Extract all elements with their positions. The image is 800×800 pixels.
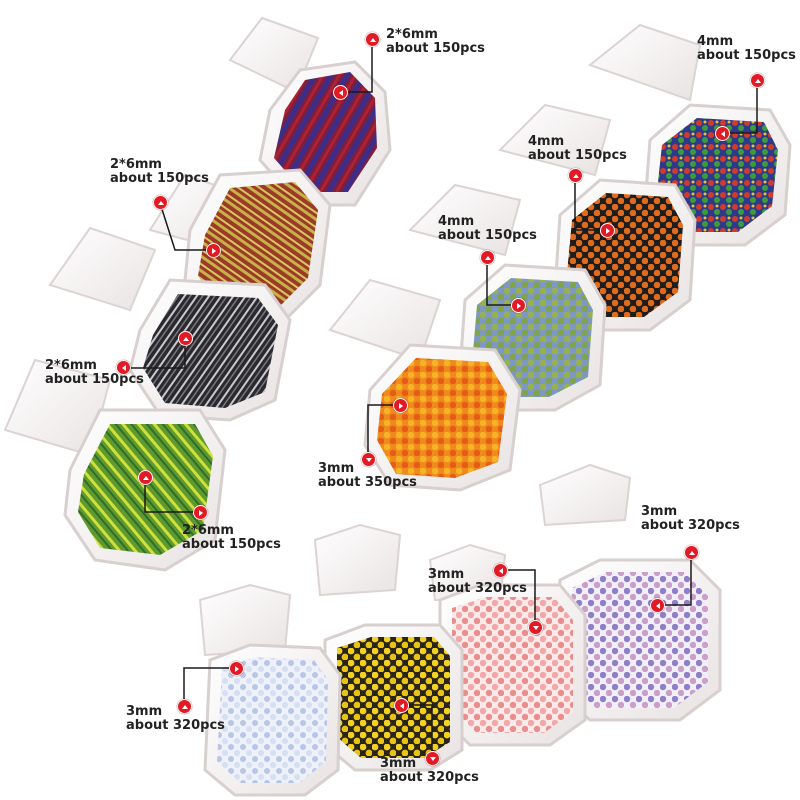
- connector-line: [401, 704, 433, 758]
- marker-left-icon: [116, 360, 131, 375]
- marker-up-icon: [568, 168, 583, 183]
- marker-down-icon: [425, 751, 440, 766]
- bead-size: 2*6mm: [182, 523, 234, 538]
- box-lid: [498, 103, 612, 177]
- bead-size: 3mm: [126, 704, 163, 719]
- box-lid: [313, 523, 402, 597]
- rust-yellow-tube-beads: [198, 182, 318, 312]
- tube-bead-box-strip: [3, 16, 392, 572]
- marker-left-icon: [650, 598, 665, 613]
- box-lid: [198, 583, 292, 657]
- marker-up-icon: [480, 250, 495, 265]
- marker-up-icon: [177, 699, 192, 714]
- bead-count: about 320pcs: [428, 581, 527, 596]
- bead-count: about 320pcs: [126, 718, 225, 733]
- seed-bead-box-strip-upper: [328, 23, 792, 492]
- connector-line: [500, 569, 536, 627]
- connector-line: [125, 338, 186, 369]
- bead-size: 4mm: [528, 134, 565, 149]
- marker-up-icon: [365, 32, 380, 47]
- lightblue-striped-beads: [217, 657, 328, 783]
- marker-down-icon: [361, 452, 376, 467]
- marker-up-icon: [178, 331, 193, 346]
- marker-down-icon: [528, 620, 543, 635]
- marker-left-icon: [715, 126, 730, 141]
- yellow-striped-beads: [337, 637, 450, 758]
- box-lid: [328, 278, 442, 362]
- bead-size: 2*6mm: [45, 358, 97, 373]
- marker-left-icon: [394, 698, 409, 713]
- bead-count: about 320pcs: [641, 518, 740, 533]
- connector-line: [183, 667, 236, 706]
- connector-line: [657, 552, 692, 606]
- striped-bead-box-strip-lower: [198, 463, 722, 797]
- pink-striped-beads: [452, 597, 573, 733]
- marker-right-icon: [206, 243, 221, 258]
- orange-seed-beads: [377, 358, 507, 478]
- black-silver-tube-beads: [143, 294, 278, 408]
- box-lid: [408, 183, 522, 257]
- bead-size: 3mm: [380, 756, 417, 771]
- bead-size: 3mm: [428, 567, 465, 582]
- marker-up-icon: [153, 195, 168, 210]
- connector-line: [144, 478, 200, 513]
- bead-count: about 150pcs: [438, 228, 537, 243]
- marker-up-icon: [684, 545, 699, 560]
- label-connector-lines: [125, 40, 758, 758]
- connector-line: [574, 175, 607, 231]
- box-lid: [587, 23, 702, 102]
- bead-count: about 320pcs: [380, 770, 479, 785]
- box-lid: [48, 226, 157, 312]
- connector-line: [340, 40, 373, 93]
- bead-size: 3mm: [641, 504, 678, 519]
- marker-up-icon: [750, 73, 765, 88]
- connector-line: [367, 404, 400, 456]
- violet-striped-beads: [567, 572, 708, 708]
- marker-up-icon: [138, 470, 153, 485]
- bead-count: about 150pcs: [386, 41, 485, 56]
- bead-count: about 150pcs: [45, 372, 144, 387]
- bead-size: 2*6mm: [386, 27, 438, 42]
- box-lid: [3, 358, 112, 457]
- connector-line: [159, 202, 212, 251]
- bead-size: 2*6mm: [110, 157, 162, 172]
- bead-size: 4mm: [438, 214, 475, 229]
- connector-line: [486, 258, 518, 306]
- box-lid: [538, 463, 632, 527]
- bead-size: 3mm: [318, 461, 355, 476]
- marker-right-icon: [600, 223, 615, 238]
- marker-right-icon: [229, 661, 244, 676]
- bead-count: about 150pcs: [528, 148, 627, 163]
- marker-right-icon: [511, 298, 526, 313]
- bead-count: about 350pcs: [318, 475, 417, 490]
- red-blue-tube-beads: [274, 72, 377, 192]
- marker-right-icon: [393, 398, 408, 413]
- marker-left-icon: [493, 563, 508, 578]
- bead-size: 4mm: [697, 34, 734, 49]
- connector-line: [722, 80, 758, 134]
- bead-count: about 150pcs: [110, 171, 209, 186]
- marker-right-icon: [193, 505, 208, 520]
- bead-count: about 150pcs: [182, 537, 281, 552]
- bead-count: about 150pcs: [697, 48, 796, 63]
- marker-left-icon: [333, 85, 348, 100]
